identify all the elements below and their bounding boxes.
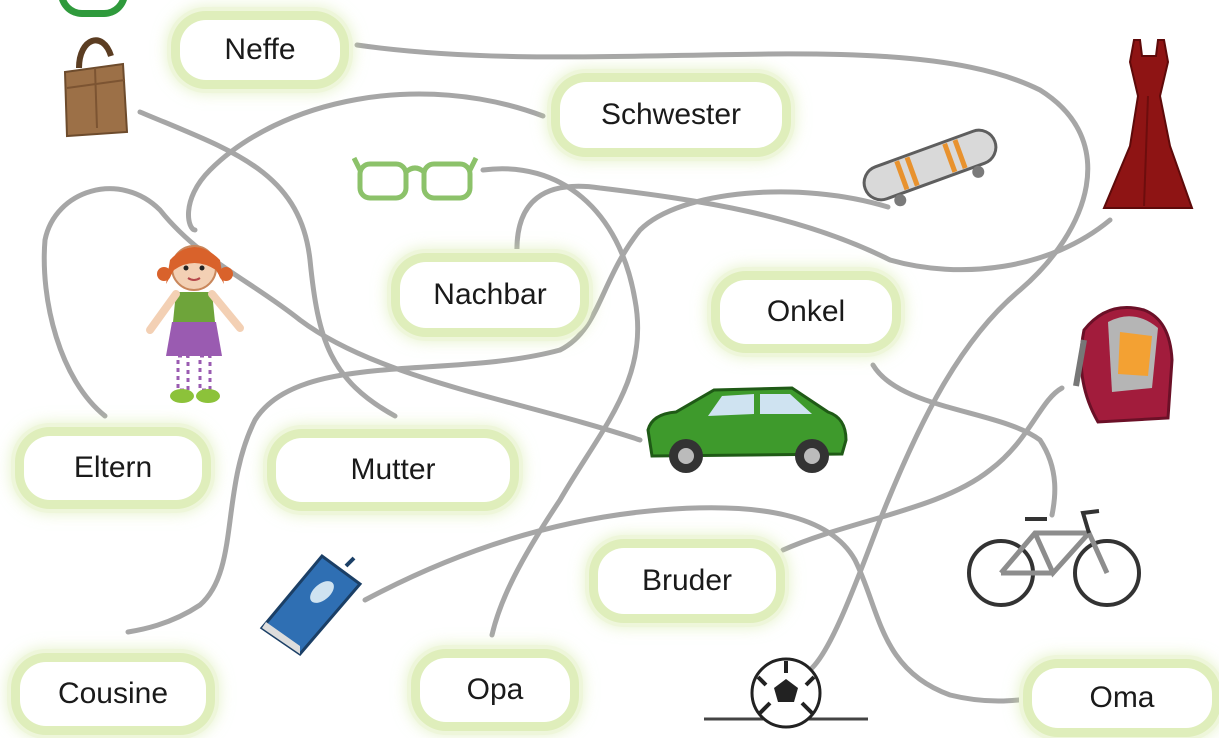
word-eltern: Eltern	[24, 436, 202, 500]
ball-icon	[700, 655, 872, 735]
maze-line	[362, 505, 1038, 704]
skateboard-icon	[855, 120, 1005, 210]
maze-line	[480, 166, 641, 638]
maze-line	[41, 186, 643, 443]
maze-line	[780, 385, 1065, 553]
word-bruder: Bruder	[598, 548, 776, 614]
car-icon	[642, 378, 850, 478]
word-oma: Oma	[1032, 668, 1212, 728]
maze-line	[514, 183, 1113, 273]
maze-line	[870, 362, 1058, 518]
word-mutter: Mutter	[276, 438, 510, 502]
maze-line	[354, 42, 1091, 671]
maze-line	[125, 189, 891, 635]
backpack-icon	[1068, 300, 1186, 425]
word-neffe: Neffe	[180, 20, 340, 80]
dress-icon	[1100, 36, 1196, 214]
word-cousine: Cousine	[20, 662, 206, 726]
word-schwester: Schwester	[560, 82, 782, 148]
bicycle-icon	[965, 505, 1143, 613]
word-nachbar: Nachbar	[400, 262, 580, 328]
book-icon	[256, 550, 368, 660]
doll-icon	[142, 234, 248, 410]
maze-line	[186, 91, 546, 233]
word-opa: Opa	[420, 658, 570, 722]
word-onkel: Onkel	[720, 280, 892, 344]
maze-line	[137, 109, 398, 419]
glasses-icon	[352, 150, 480, 208]
handbag-icon	[55, 28, 135, 140]
